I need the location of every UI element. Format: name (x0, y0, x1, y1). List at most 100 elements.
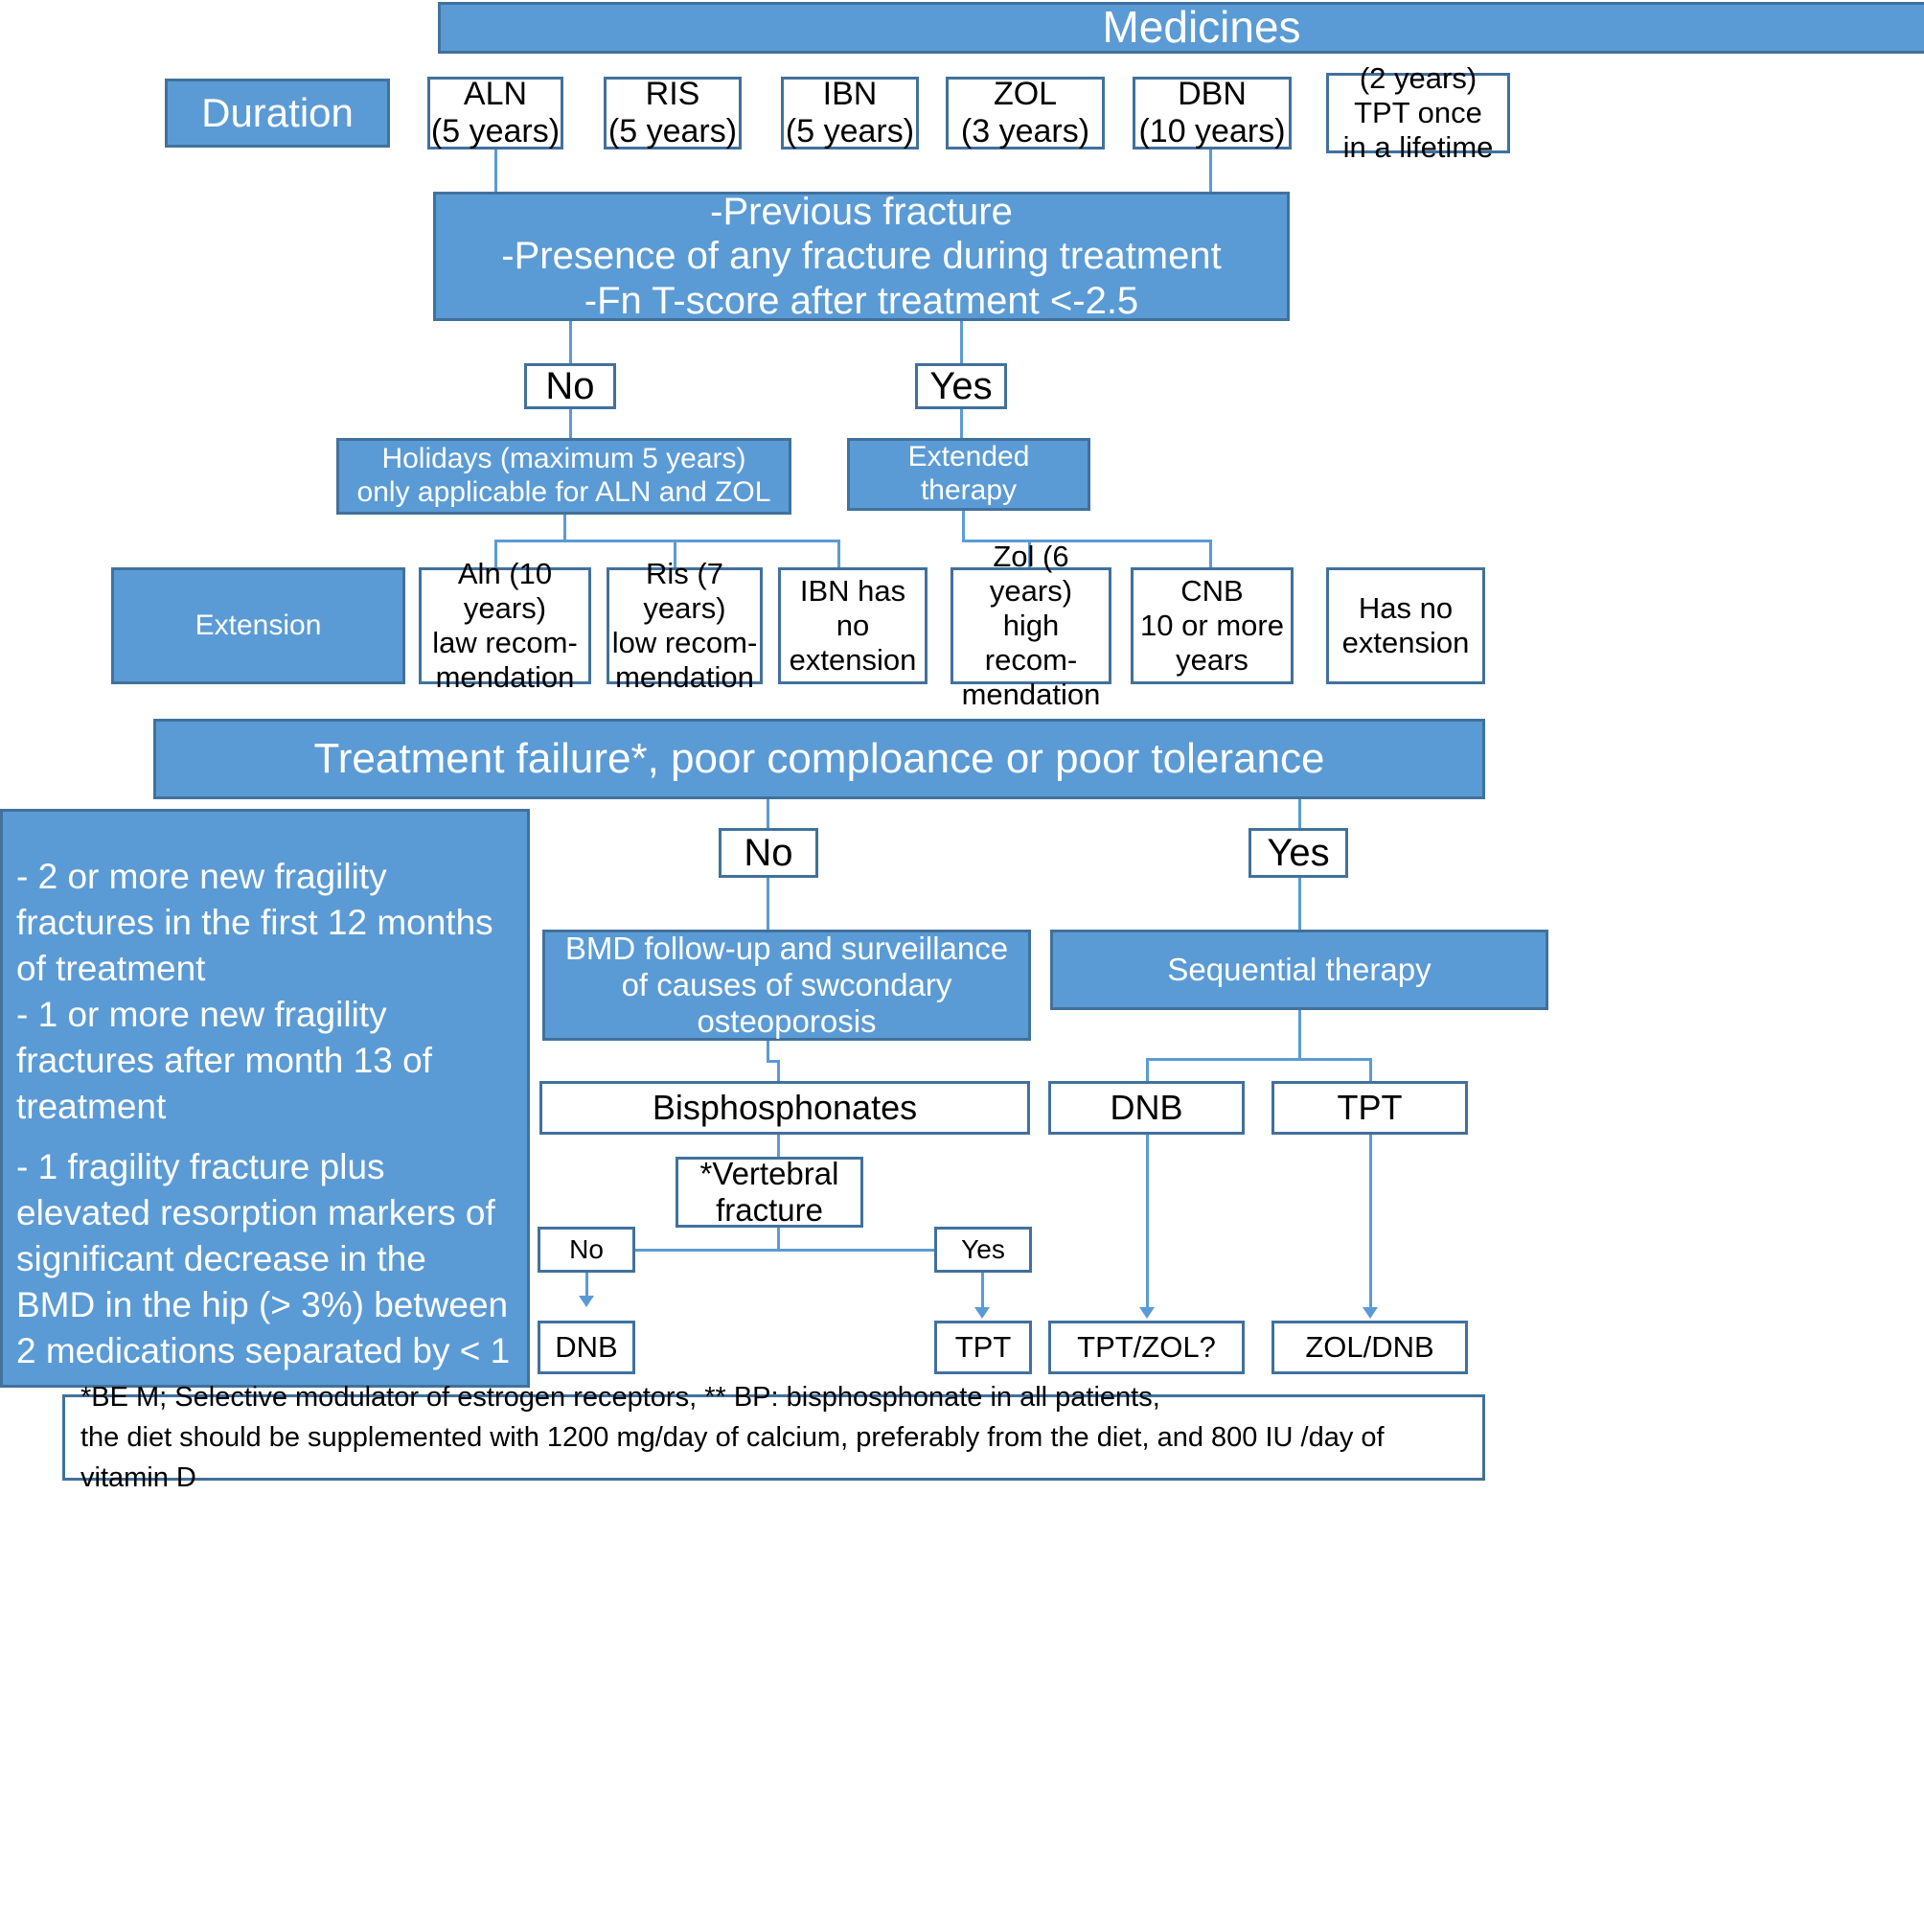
connector-bus-to-cnb-ext (1209, 540, 1212, 570)
decision-no-2[interactable]: No (719, 828, 818, 878)
drug-box-tpt[interactable]: (2 years) TPT once in a lifetime (1326, 61, 1510, 164)
leaf-box-dnb[interactable]: DNB (538, 1321, 635, 1374)
extended-therapy-box: Extended therapy (847, 438, 1090, 511)
duration-label: Duration (165, 79, 390, 148)
bmd-line-3: osteoporosis (697, 1003, 877, 1040)
arrow-no-to-dnb-leaf (579, 1296, 594, 1307)
connector-dnb-to-tptzol (1146, 1135, 1149, 1313)
ext-line-1: IBN has (799, 574, 906, 609)
arrow-tpt-to-zoldnb (1363, 1307, 1378, 1319)
footnote-line-2: the diet should be supplemented with 120… (80, 1421, 1385, 1494)
decision-yes-1[interactable]: Yes (915, 363, 1007, 409)
failure-def-p1: - 2 or more new fragility fractures in t… (16, 857, 493, 989)
failure-def-p2: - 1 or more new fragility fractures afte… (16, 995, 432, 1127)
extension-label: Extension (111, 567, 405, 684)
connector-dbn-to-criteria (1209, 150, 1212, 194)
drug-duration: (3 years) (960, 113, 1090, 150)
vertebral-fracture-box[interactable]: *Vertebral fracture (676, 1155, 863, 1228)
sequential-therapy-box: Sequential therapy (1050, 930, 1548, 1010)
connector-sequential-drop (1298, 1010, 1301, 1060)
class-box-bisphosphonates[interactable]: Bisphosphonates (539, 1081, 1030, 1135)
connector-bus-to-dnb (1146, 1058, 1149, 1083)
class-box-dnb[interactable]: DNB (1048, 1081, 1245, 1135)
failure-def-p3: - 1 fragility fracture plus elevated res… (16, 1146, 511, 1417)
leaf-box-tpt-zol[interactable]: TPT/ZOL? (1048, 1321, 1245, 1374)
ext-line-3: mendation (435, 659, 575, 694)
criteria-line-1: -Previous fracture (710, 190, 1013, 233)
connector-bus-to-zol-ext (1028, 540, 1031, 570)
class-box-tpt[interactable]: TPT (1271, 1081, 1468, 1135)
extension-box-cnb[interactable]: CNB 10 or more years (1131, 567, 1294, 684)
ext-line-1: Ris (7 years) (643, 557, 726, 626)
criteria-box: -Previous fracture -Presence of any frac… (433, 190, 1290, 322)
connector-yes2-to-sequential (1298, 878, 1301, 932)
extension-box-ris[interactable]: Ris (7 years) low recom- mendation (607, 557, 763, 694)
criteria-line-2: -Presence of any fracture during treatme… (501, 235, 1222, 278)
drug-duration: (5 years) (607, 113, 738, 150)
connector-criteria-to-no (569, 321, 572, 364)
connector-yes-to-tpt-leaf (981, 1273, 984, 1313)
vertebral-bus (586, 1249, 983, 1252)
extension-box-none[interactable]: Has no extension (1326, 567, 1485, 684)
extension-box-aln[interactable]: Aln (10 years) law recom- mendation (419, 557, 591, 694)
decision-no-1[interactable]: No (524, 363, 616, 409)
connector-bus-to-aln-ext (494, 540, 497, 570)
drug-name: RIS (645, 75, 700, 112)
sequential-bus (1146, 1058, 1372, 1061)
connector-bisphos-to-vertebral (777, 1135, 780, 1158)
ext-line-2: low recom- (611, 626, 758, 659)
ext-line-1: Has no (1358, 591, 1454, 626)
medicines-header: Medicines (438, 2, 1924, 54)
connector-bus-to-tpt (1369, 1058, 1372, 1083)
leaf-box-zol-dnb[interactable]: ZOL/DNB (1271, 1321, 1468, 1374)
connector-banner-to-yes2 (1298, 799, 1301, 830)
drug-box-aln[interactable]: ALN (5 years) (427, 75, 563, 150)
extension-bus-right (962, 540, 1211, 542)
ext-line-2: law recom- (432, 626, 578, 659)
extended-line-2: therapy (920, 474, 1018, 506)
bmd-followup-box: BMD follow-up and surveillance of causes… (542, 930, 1031, 1041)
drug-name: DBN (1178, 75, 1247, 112)
ext-line-1: Aln (10 years) (457, 557, 553, 626)
drug-box-dbn[interactable]: DBN (10 years) (1133, 75, 1292, 150)
connector-no2-to-bmd (767, 878, 769, 932)
extension-box-zol[interactable]: Zol (6 years) high recom- mendation (951, 540, 1111, 711)
ext-line-3: mendation (961, 677, 1101, 711)
connector-extended-drop (962, 511, 965, 540)
holidays-line-1: Holidays (maximum 5 years) (381, 443, 746, 475)
connector-tpt-to-zoldnb (1369, 1135, 1372, 1313)
decision-yes-2[interactable]: Yes (1248, 828, 1348, 878)
arrow-yes-to-tpt-leaf (974, 1307, 990, 1319)
connector-bus-to-ibn-ext (837, 540, 840, 570)
ext-line-1: CNB (1180, 574, 1244, 609)
vertebral-no[interactable]: No (538, 1227, 635, 1273)
leaf-box-tpt[interactable]: TPT (934, 1321, 1032, 1374)
ext-line-1: Zol (6 years) (989, 540, 1073, 609)
footnote-line-1: *BE M; Selective modulator of estrogen r… (80, 1381, 1160, 1413)
drug-box-ibn[interactable]: IBN (5 years) (781, 75, 919, 150)
extension-box-ibn[interactable]: IBN has no extension (778, 567, 928, 684)
drug-name: ALN (463, 75, 528, 112)
ext-line-3: years (1176, 642, 1248, 677)
drug-duration: (5 years) (785, 113, 915, 150)
criteria-line-3: -Fn T-score after treatment <-2.5 (584, 279, 1139, 322)
ext-line-2: 10 or more (1140, 609, 1284, 643)
vertebral-line-1: *Vertebral (699, 1155, 839, 1191)
ext-line-3: mendation (615, 659, 754, 694)
vertebral-line-2: fracture (716, 1192, 823, 1228)
ext-line-2: high recom- (984, 609, 1078, 677)
connector-banner-to-no2 (767, 799, 769, 830)
drug-box-zol[interactable]: ZOL (3 years) (946, 75, 1105, 150)
treatment-failure-banner: Treatment failure*, poor comploance or p… (153, 719, 1485, 799)
connector-no-to-dnb-leaf (585, 1273, 588, 1301)
drug-box-ris[interactable]: RIS (5 years) (604, 75, 742, 150)
connector-bus-to-ris-ext (674, 540, 676, 570)
drug-name: IBN (822, 75, 878, 112)
vertebral-yes[interactable]: Yes (934, 1227, 1032, 1273)
extended-line-1: Extended (907, 441, 1030, 473)
drug-name: ZOL (993, 75, 1058, 112)
failure-definition-box: - 2 or more new fragility fractures in t… (0, 809, 530, 1416)
connector-criteria-to-yes (960, 321, 963, 364)
drug-duration: (5 years) (430, 113, 561, 150)
